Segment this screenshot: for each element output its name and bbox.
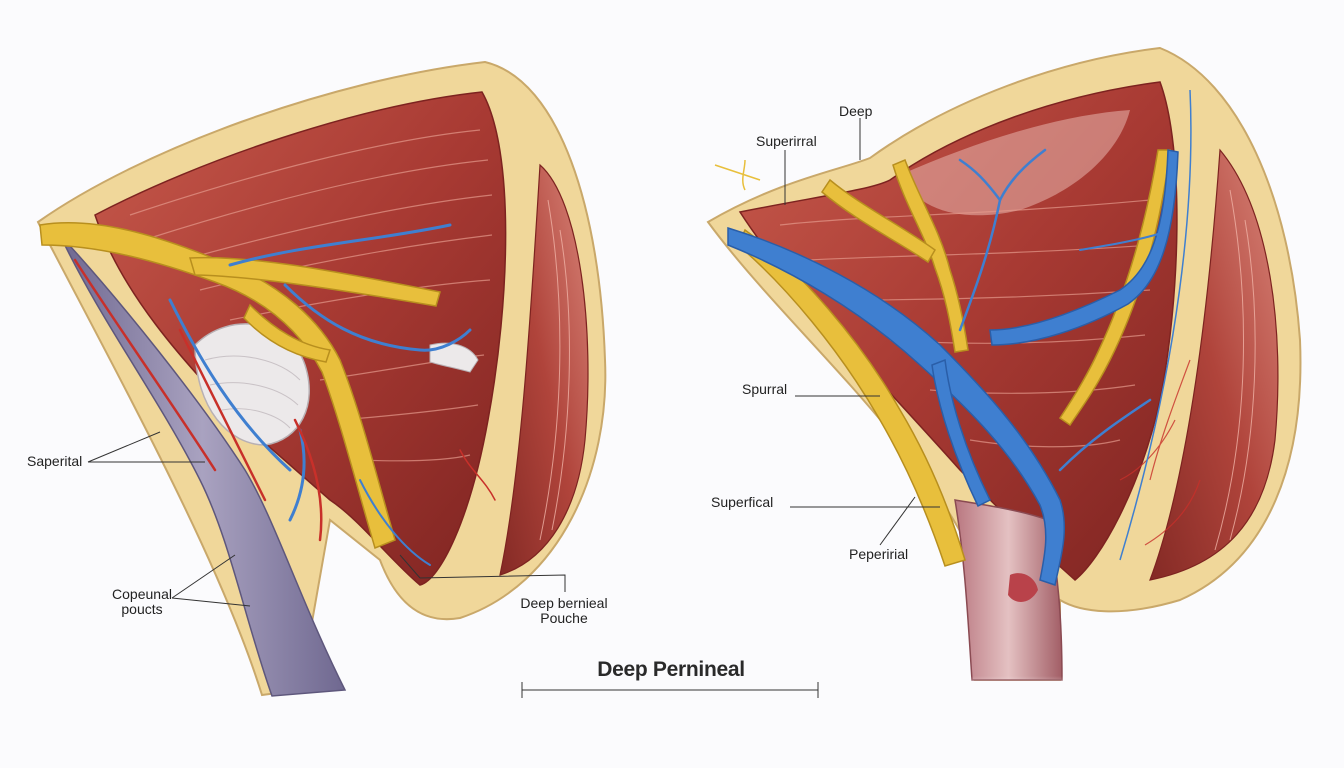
leader-left-deep-pouch	[419, 574, 566, 592]
left-purple-vessel	[59, 234, 347, 697]
caption-rule	[521, 682, 819, 698]
left-arteries	[73, 258, 496, 542]
right-lateral-muscle	[1149, 148, 1279, 581]
label-left-deep-pouch-line1: Deep bernieal	[520, 595, 608, 611]
leader-left-superficial-2	[87, 431, 161, 463]
label-left-pouch: Copeunal poucts	[102, 587, 182, 617]
diagram-caption: Deep Pernineal	[597, 658, 745, 681]
label-right-perineal: Peperirial	[849, 546, 909, 562]
label-right-superficial-top: Superirral	[756, 133, 817, 149]
leader-left-pouch-2	[171, 554, 236, 599]
label-left-pouch-line1: Copeunal	[112, 586, 172, 602]
left-specimen	[36, 60, 607, 697]
leader-left-deep-pouch-2	[399, 554, 421, 579]
right-nerve	[737, 149, 1171, 567]
label-left-deep-pouch-line2: Pouche	[540, 610, 588, 626]
right-veins	[727, 149, 1179, 586]
label-left-deep-pouch: Deep bernieal Pouche	[512, 596, 616, 626]
leader-left-pouch	[171, 597, 251, 607]
label-left-pouch-line2: poucts	[121, 601, 163, 617]
label-right-superficial: Superfical	[711, 494, 774, 510]
leader-right-perineal	[879, 496, 916, 546]
right-specimen	[706, 46, 1302, 700]
label-left-superficial: Saperital	[27, 453, 83, 469]
label-right-spurral: Spurral	[742, 381, 788, 397]
leader-lines	[87, 118, 940, 698]
left-veins	[168, 223, 472, 566]
label-right-deep: Deep	[839, 103, 873, 119]
left-lateral-muscle	[499, 163, 589, 576]
